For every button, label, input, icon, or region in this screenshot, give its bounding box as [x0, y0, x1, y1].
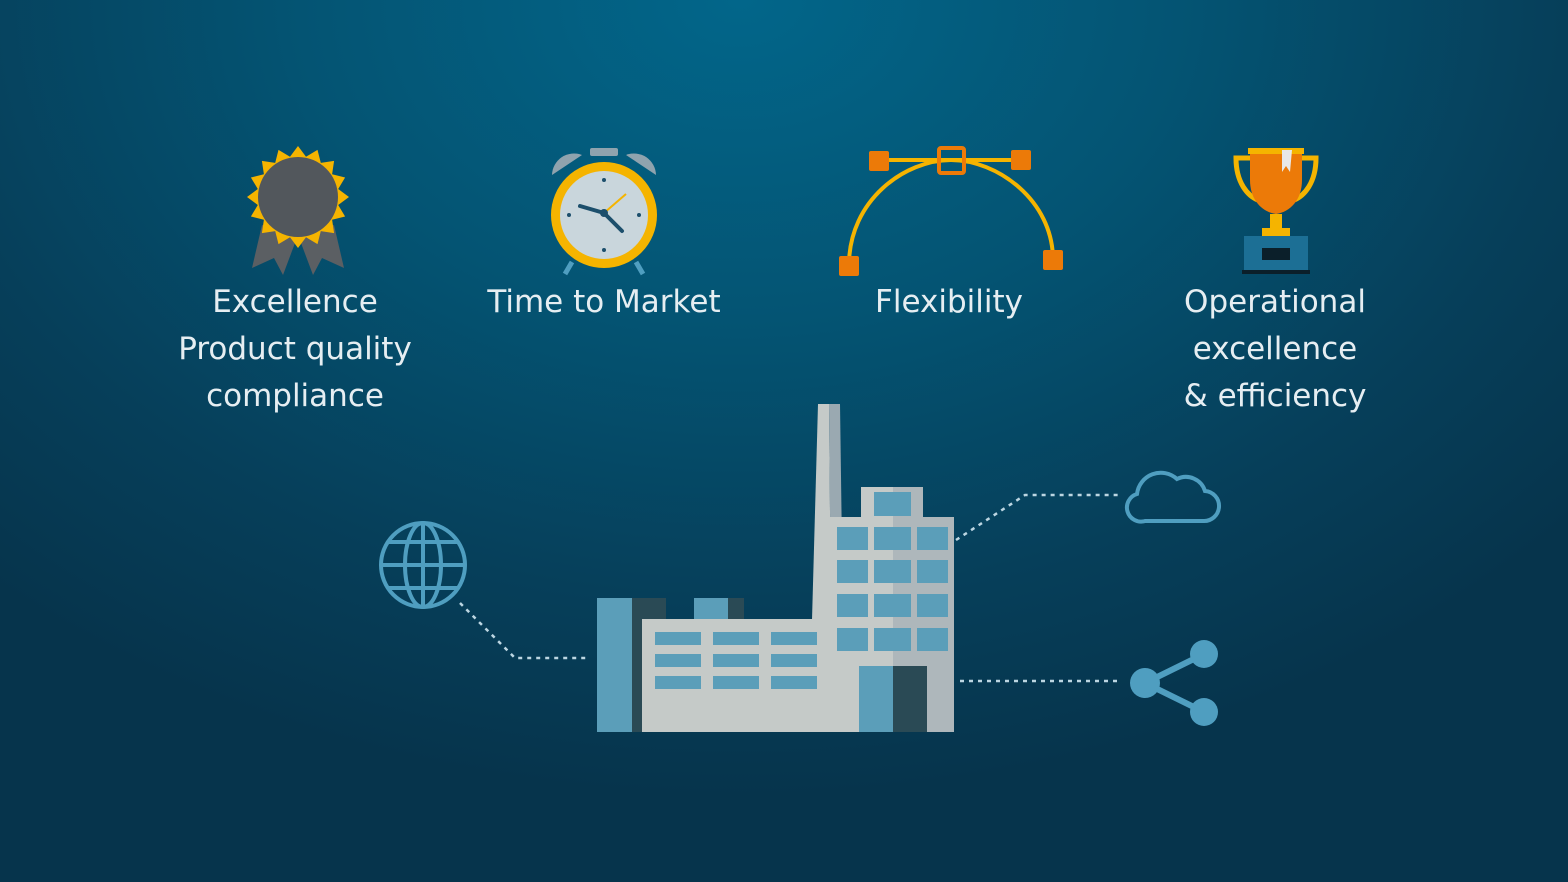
- connector-globe: [459, 602, 588, 660]
- factory-window: [655, 676, 701, 689]
- bezier-curve-icon: [839, 146, 1063, 276]
- factory-window: [917, 594, 948, 617]
- pillar-line: Time to Market: [487, 284, 721, 320]
- pillar-line: Flexibility: [875, 284, 1023, 320]
- factory-window: [874, 628, 911, 651]
- alarm-clock-icon: [551, 148, 657, 276]
- pillar-line: Operational: [1184, 284, 1366, 320]
- factory-window: [837, 560, 868, 583]
- factory-window: [874, 527, 911, 550]
- pillar-time-to-market: Time to Market: [404, 279, 804, 326]
- globe-icon: [379, 521, 467, 609]
- factory-window: [771, 676, 817, 689]
- share-icon: [1130, 640, 1218, 726]
- cloud-icon: [1124, 470, 1222, 524]
- factory-window: [713, 654, 759, 667]
- pillar-line: & efficiency: [1183, 378, 1367, 414]
- factory-window: [771, 654, 817, 667]
- factory-window: [713, 676, 759, 689]
- factory-window: [837, 594, 868, 617]
- factory-window: [917, 628, 948, 651]
- factory-window: [837, 527, 868, 550]
- pillar-line: Excellence: [212, 284, 378, 320]
- factory-icon: [597, 404, 954, 732]
- pillar-line: excellence: [1192, 331, 1358, 367]
- pillar-excellence: Excellence Product quality compliance: [95, 279, 495, 420]
- pillar-operational-excellence: Operational excellence & efficiency: [1075, 279, 1475, 420]
- factory-window: [874, 492, 911, 516]
- factory-window: [837, 628, 868, 651]
- factory-window: [874, 560, 911, 583]
- trophy-icon: [1233, 148, 1319, 274]
- pillar-line: Product quality: [178, 331, 412, 367]
- factory-window: [771, 632, 817, 645]
- factory-window: [655, 632, 701, 645]
- factory-window: [655, 654, 701, 667]
- factory-window: [713, 632, 759, 645]
- pillar-flexibility: Flexibility: [749, 279, 1149, 326]
- factory-window: [917, 527, 948, 550]
- pillar-line: compliance: [206, 378, 384, 414]
- connector-cloud: [955, 493, 1120, 542]
- factory-window: [874, 594, 911, 617]
- award-badge-icon: [247, 146, 349, 275]
- factory-window: [917, 560, 948, 583]
